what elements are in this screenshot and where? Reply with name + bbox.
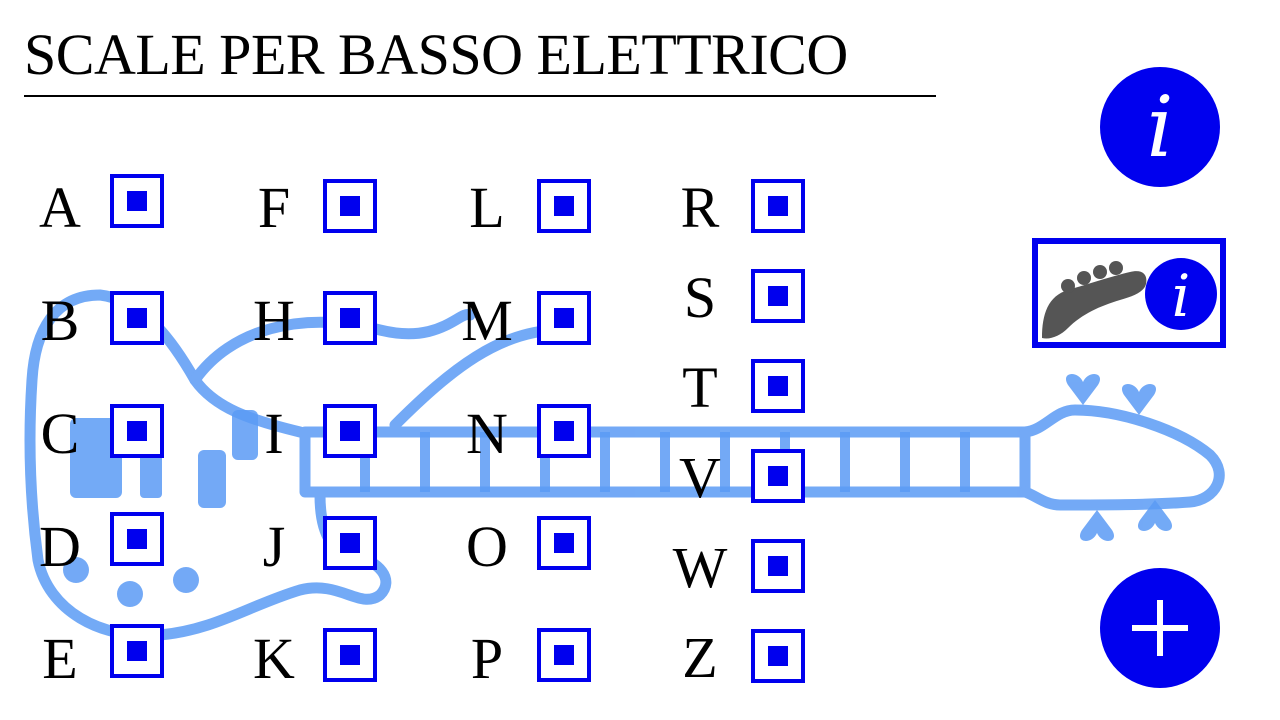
selected-marker-icon: [554, 421, 574, 441]
selected-marker-icon: [340, 421, 360, 441]
selected-marker-icon: [127, 529, 147, 549]
selected-marker-icon: [768, 646, 788, 666]
scale-select-v-button[interactable]: [751, 449, 805, 503]
letter-label-l: L: [469, 175, 505, 240]
letter-label-f: F: [257, 175, 291, 240]
scale-select-k-button[interactable]: [323, 628, 377, 682]
title-divider: [24, 95, 936, 97]
scale-select-p-button[interactable]: [537, 628, 591, 682]
letter-label-r: R: [680, 175, 720, 240]
selected-marker-icon: [554, 533, 574, 553]
selected-marker-icon: [127, 641, 147, 661]
selected-marker-icon: [554, 308, 574, 328]
scale-select-e-button[interactable]: [110, 624, 164, 678]
letter-label-p: P: [470, 626, 504, 691]
letter-label-a: A: [39, 175, 81, 240]
scale-select-l-button[interactable]: [537, 179, 591, 233]
letter-label-v: V: [679, 445, 721, 510]
scale-select-i-button[interactable]: [323, 404, 377, 458]
selected-marker-icon: [127, 191, 147, 211]
letter-label-w: W: [672, 535, 728, 600]
letter-label-t: T: [682, 355, 718, 420]
letter-label-j: J: [262, 514, 286, 579]
letter-label-k: K: [253, 626, 295, 691]
info-button[interactable]: i: [1100, 67, 1220, 187]
scale-select-z-button[interactable]: [751, 629, 805, 683]
selected-marker-icon: [768, 376, 788, 396]
selected-marker-icon: [340, 533, 360, 553]
scale-select-m-button[interactable]: [537, 291, 591, 345]
plus-icon: [1132, 600, 1188, 656]
letter-label-h: H: [253, 288, 295, 353]
selected-marker-icon: [554, 196, 574, 216]
selected-marker-icon: [768, 466, 788, 486]
selected-marker-icon: [554, 645, 574, 665]
scale-select-s-button[interactable]: [751, 269, 805, 323]
page-title: SCALE PER BASSO ELETTRICO: [24, 22, 848, 87]
letter-label-d: D: [39, 514, 81, 579]
selected-marker-icon: [127, 421, 147, 441]
letter-label-b: B: [40, 288, 80, 353]
selected-marker-icon: [127, 308, 147, 328]
bass-info-button[interactable]: i: [1032, 238, 1226, 348]
letter-label-o: O: [466, 514, 508, 579]
letter-label-s: S: [683, 265, 717, 330]
scale-select-h-button[interactable]: [323, 291, 377, 345]
selected-marker-icon: [340, 196, 360, 216]
scale-select-n-button[interactable]: [537, 404, 591, 458]
add-button[interactable]: [1100, 568, 1220, 688]
letter-label-m: M: [461, 288, 513, 353]
scale-select-t-button[interactable]: [751, 359, 805, 413]
selected-marker-icon: [768, 196, 788, 216]
selected-marker-icon: [340, 308, 360, 328]
scale-select-f-button[interactable]: [323, 179, 377, 233]
scale-select-w-button[interactable]: [751, 539, 805, 593]
scale-select-r-button[interactable]: [751, 179, 805, 233]
selected-marker-icon: [768, 556, 788, 576]
letter-label-n: N: [466, 401, 508, 466]
letter-label-i: I: [264, 401, 284, 466]
scale-select-j-button[interactable]: [323, 516, 377, 570]
scale-select-d-button[interactable]: [110, 512, 164, 566]
selected-marker-icon: [768, 286, 788, 306]
info-icon: i: [1146, 78, 1174, 176]
scale-select-b-button[interactable]: [110, 291, 164, 345]
bass-headstock-icon: i: [1042, 258, 1217, 339]
scale-select-c-button[interactable]: [110, 404, 164, 458]
info-icon: i: [1172, 262, 1191, 330]
scale-select-a-button[interactable]: [110, 174, 164, 228]
letter-label-e: E: [42, 626, 78, 691]
letter-label-z: Z: [682, 625, 718, 690]
scale-select-o-button[interactable]: [537, 516, 591, 570]
selected-marker-icon: [340, 645, 360, 665]
letter-label-c: C: [40, 401, 80, 466]
